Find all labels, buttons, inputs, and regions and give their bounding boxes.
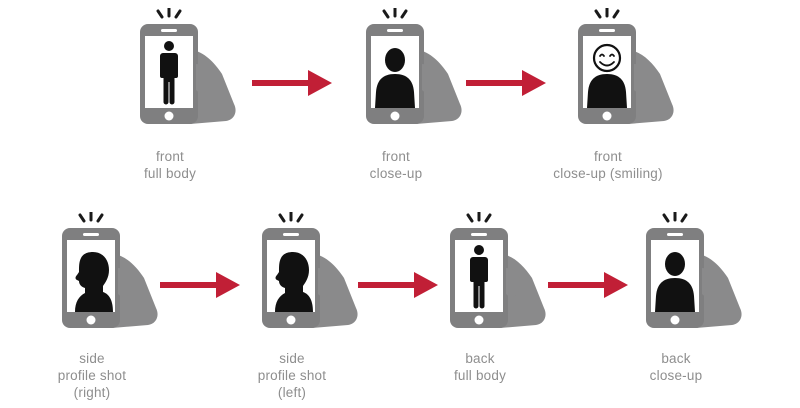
- arrow-right-icon: [548, 272, 628, 298]
- caption-front-full-body: front full body: [143, 149, 197, 181]
- step-front-close-up-smiling: [568, 8, 688, 128]
- arrow-right-icon: [252, 70, 332, 96]
- step-back-full-body: [440, 212, 560, 332]
- arrow-5-to-6: [358, 272, 438, 298]
- arrow-1-to-2: [252, 70, 332, 96]
- arrow-right-icon: [466, 70, 546, 96]
- phone-in-hand-icon: [450, 212, 546, 328]
- phone-in-hand-icon: [140, 8, 236, 124]
- arrow-right-icon: [160, 272, 240, 298]
- caption-front-close-up-smiling: front close-up (smiling): [553, 149, 663, 181]
- caption-back-close-up: back close-up: [649, 351, 703, 383]
- arrow-right-icon: [358, 272, 438, 298]
- step-side-profile-right: [52, 212, 172, 332]
- step-back-close-up: [636, 212, 756, 332]
- arrow-2-to-3: [466, 70, 546, 96]
- caption-back-full-body: back full body: [453, 351, 507, 383]
- caption-side-profile-right: side profile shot (right): [57, 351, 127, 400]
- caption-front-close-up: front close-up: [369, 149, 423, 181]
- arrow-4-to-5: [160, 272, 240, 298]
- step-front-close-up: [356, 8, 476, 128]
- caption-side-profile-left: side profile shot (left): [257, 351, 327, 400]
- arrow-6-to-7: [548, 272, 628, 298]
- step-front-full-body: [130, 8, 250, 128]
- step-side-profile-left: [252, 212, 372, 332]
